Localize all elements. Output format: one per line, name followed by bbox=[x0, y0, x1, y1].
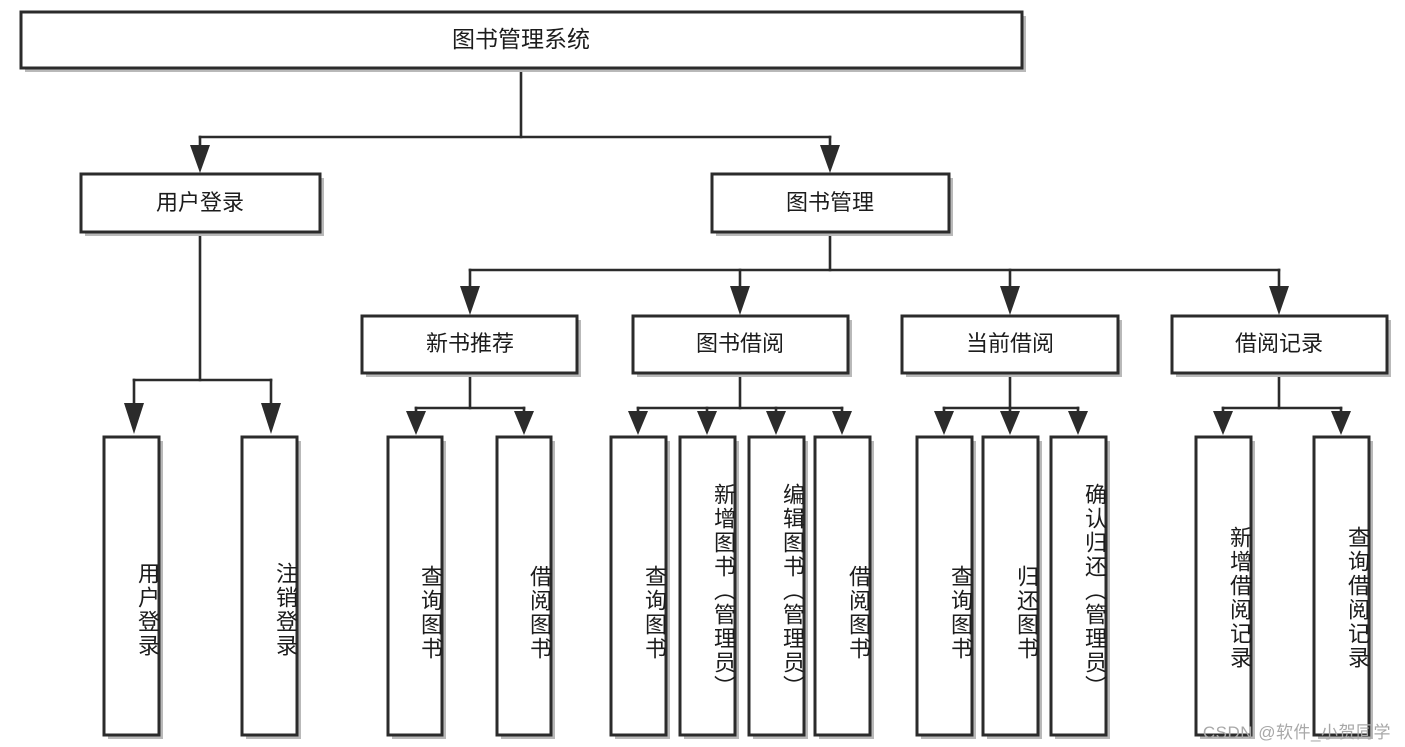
leaf-node-current-query[interactable] bbox=[915, 435, 976, 739]
edge-group bbox=[124, 66, 1351, 435]
arrowhead-book-borrow bbox=[730, 286, 750, 315]
user-login-label: 用户登录 bbox=[156, 190, 244, 215]
arrowhead-new-book bbox=[460, 286, 480, 315]
leaf-node-logout[interactable] bbox=[240, 435, 301, 739]
arrowhead-newbook-leaf-1 bbox=[406, 411, 426, 435]
arrowhead-bookborrow-leaf-4 bbox=[832, 411, 852, 435]
arrowhead-bookborrow-leaf-3 bbox=[766, 411, 786, 435]
new-book-recommend-rect bbox=[360, 314, 579, 375]
new-book-recommend-label: 新书推荐 bbox=[426, 331, 514, 356]
book-management-label: 图书管理 bbox=[786, 190, 874, 215]
leaf-borrow-lend-rect bbox=[813, 435, 872, 737]
node-user-login[interactable]: 用户登录 bbox=[79, 172, 324, 236]
arrowhead-currentborrow-leaf-2 bbox=[1000, 411, 1020, 435]
leaf-node-current-return[interactable] bbox=[981, 435, 1042, 739]
arrowhead-leaf-user-login bbox=[124, 403, 144, 434]
leaf-record-add-rect bbox=[1194, 435, 1253, 737]
leaf-node-borrow-add[interactable] bbox=[678, 435, 739, 739]
leaf-borrow-edit-rect bbox=[747, 435, 806, 737]
leaf-newbook-query-rect bbox=[386, 435, 444, 737]
leaf-borrow-add-rect bbox=[678, 435, 737, 737]
leaf-newbook-borrow-rect bbox=[495, 435, 553, 737]
book-borrow-label: 图书借阅 bbox=[696, 331, 784, 356]
book-management-rect bbox=[710, 172, 951, 234]
node-book-borrow[interactable]: 图书借阅 bbox=[631, 314, 852, 377]
root-rect bbox=[19, 10, 1024, 70]
arrowhead-current-borrow bbox=[1000, 286, 1020, 315]
arrowhead-currentborrow-leaf-1 bbox=[934, 411, 954, 435]
borrow-record-rect bbox=[1170, 314, 1389, 375]
node-borrow-record[interactable]: 借阅记录 bbox=[1170, 314, 1391, 377]
node-new-book-recommend[interactable]: 新书推荐 bbox=[360, 314, 581, 377]
arrowhead-currentborrow-leaf-3 bbox=[1068, 411, 1088, 435]
leaf-node-newbook-borrow[interactable] bbox=[495, 435, 555, 739]
node-current-borrow[interactable]: 当前借阅 bbox=[900, 314, 1122, 377]
root-label: 图书管理系统 bbox=[452, 26, 590, 52]
node-book-management[interactable]: 图书管理 bbox=[710, 172, 953, 236]
node-root[interactable]: 图书管理系统 bbox=[19, 10, 1026, 72]
arrowhead-bookborrow-leaf-1 bbox=[628, 411, 648, 435]
arrowhead-borrow-record bbox=[1269, 286, 1289, 315]
arrowhead-bookborrow-leaf-2 bbox=[697, 411, 717, 435]
leaf-node-current-confirm[interactable] bbox=[1049, 435, 1110, 739]
arrowhead-book-mgmt bbox=[820, 145, 840, 173]
leaf-node-record-query[interactable] bbox=[1312, 435, 1373, 739]
leaf-user-login-rect bbox=[102, 435, 161, 737]
leaf-node-borrow-lend[interactable] bbox=[813, 435, 874, 739]
current-borrow-label: 当前借阅 bbox=[966, 331, 1054, 356]
leaf-node-borrow-edit[interactable] bbox=[747, 435, 808, 739]
leaf-node-record-add[interactable] bbox=[1194, 435, 1255, 739]
leaf-borrow-query-rect bbox=[609, 435, 668, 737]
leaf-current-confirm-rect bbox=[1049, 435, 1108, 737]
user-login-rect bbox=[79, 172, 322, 234]
arrowhead-leaf-logout bbox=[261, 403, 281, 434]
book-borrow-rect bbox=[631, 314, 850, 375]
csdn-watermark: CSDN @软件_小贺同学 bbox=[1202, 723, 1391, 742]
leaf-node-newbook-query[interactable] bbox=[386, 435, 446, 739]
leaf-node-borrow-query[interactable] bbox=[609, 435, 670, 739]
arrowhead-user-login bbox=[190, 145, 210, 173]
arrowhead-borrowrecord-leaf-2 bbox=[1331, 411, 1351, 435]
arrowhead-newbook-leaf-2 bbox=[514, 411, 534, 435]
leaf-record-query-rect bbox=[1312, 435, 1371, 737]
leaf-node-user-login[interactable] bbox=[102, 435, 163, 739]
arrowhead-borrowrecord-leaf-1 bbox=[1213, 411, 1233, 435]
leaf-logout-rect bbox=[240, 435, 299, 737]
leaf-current-return-rect bbox=[981, 435, 1040, 737]
borrow-record-label: 借阅记录 bbox=[1235, 331, 1323, 356]
leaf-current-query-rect bbox=[915, 435, 974, 737]
current-borrow-rect bbox=[900, 314, 1120, 375]
